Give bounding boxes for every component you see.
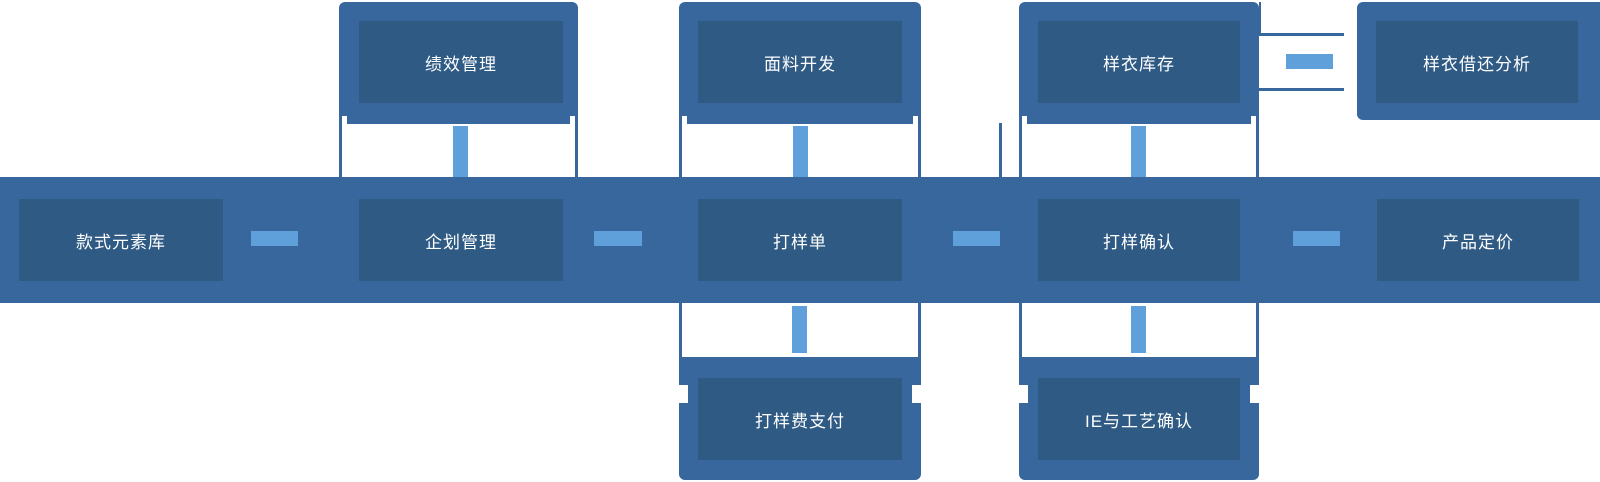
node-sample-borrow-return-analysis: 样衣借还分析 [1376,21,1578,103]
node-label: 样衣库存 [1103,54,1175,74]
divider-line [999,123,1002,177]
node-product-pricing: 产品定价 [1377,199,1579,281]
node-style-element-library: 款式元素库 [19,199,223,281]
node-label: IE与工艺确认 [1084,411,1194,431]
node-label: 打样单 [773,232,827,252]
container-notch-right [912,385,921,403]
node-planning-management: 企划管理 [359,199,563,281]
container-bottom-tab [347,116,570,124]
bracket-leg-right [575,116,578,177]
node-ie-process-confirmation: IE与工艺确认 [1038,378,1240,460]
node-label: 企划管理 [425,232,497,252]
bracket-leg-left [679,116,682,177]
container-notch-right [1250,385,1259,403]
connector-vertical [1131,126,1146,177]
node-label: 款式元素库 [76,232,166,252]
node-label: 打样确认 [1103,232,1175,252]
node-label: 面料开发 [764,54,836,74]
container-bottom-tab [687,116,913,124]
connector-horizontal-4 [1293,231,1340,246]
connector-horizontal-2 [594,231,642,246]
bracket-leg-left [1019,303,1022,357]
bracket-leg-right [918,116,921,177]
connector-vertical [1131,306,1146,353]
connector-vertical [793,126,808,177]
bracket-leg-left [1019,116,1022,177]
node-sampling-order: 打样单 [698,199,902,281]
bracket-leg-right [1256,303,1259,357]
connector-horizontal-3 [953,231,1000,246]
connector-vertical [792,306,807,353]
bracket-leg-left [679,303,682,357]
connector-horizontal-1 [251,231,298,246]
node-label: 产品定价 [1442,232,1514,252]
window-edge-line [1259,2,1261,33]
connector-vertical [453,126,468,177]
container-bottom-tab [1027,116,1251,124]
node-sampling-confirmation: 打样确认 [1038,199,1240,281]
node-label: 打样费支付 [755,411,845,431]
connector-horizontal [1286,54,1333,69]
node-label: 绩效管理 [425,54,497,74]
bracket-leg-right [918,303,921,357]
bracket-leg-left [339,116,342,177]
container-notch-left [679,385,688,403]
node-label: 样衣借还分析 [1423,54,1531,74]
node-fabric-development: 面料开发 [698,21,902,103]
window-border-bottom [1259,88,1344,91]
container-notch-left [1019,385,1028,403]
window-border-top [1259,33,1344,36]
bracket-leg-right [1256,116,1259,177]
node-sample-inventory: 样衣库存 [1038,21,1240,103]
node-performance-management: 绩效管理 [359,21,563,103]
node-sampling-fee-payment: 打样费支付 [698,378,902,460]
